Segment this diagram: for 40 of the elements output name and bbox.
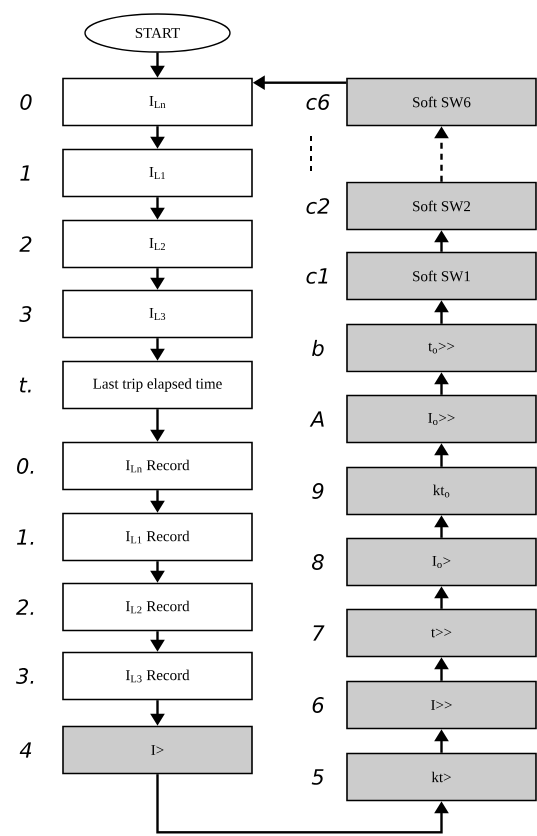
display-code: 9 [312, 483, 324, 499]
display-code: 4 [20, 742, 32, 758]
process-box: Soft SW6 [346, 78, 537, 126]
process-box: I$_{L3}$ Record [62, 652, 253, 700]
process-box: I$_{Ln}$ Record [62, 442, 253, 490]
display-code: 3 [19, 306, 32, 322]
process-box: kt$_{o}$ [346, 466, 537, 516]
process-box: I$_{L1}$ [62, 148, 253, 198]
process-box: kt> [346, 752, 537, 802]
display-code: c1 [306, 268, 328, 284]
process-box: I$_{o}$>> [346, 394, 537, 444]
display-code: 8 [312, 554, 324, 570]
display-code: 5 [312, 769, 324, 785]
display-code: 2 [19, 236, 32, 252]
process-box: I$_{L3}$ [62, 290, 253, 338]
display-code: 1. [17, 529, 34, 545]
process-box: I$_{o}$> [346, 538, 537, 586]
display-code: c2 [306, 198, 330, 214]
process-box: I$_{Ln}$ [62, 78, 253, 126]
display-code: 1 [20, 165, 30, 181]
display-code: c6 [306, 94, 330, 110]
process-box: I> [62, 726, 253, 774]
display-code: A [310, 411, 324, 427]
process-box: I$_{L2}$ [62, 220, 253, 268]
display-code: b [312, 340, 324, 356]
process-box: I>> [346, 680, 537, 730]
display-code: 0. [17, 458, 34, 474]
display-code: 3. [16, 668, 34, 684]
process-box: Soft SW2 [346, 182, 537, 230]
process-box: I$_{L1}$ Record [62, 512, 253, 562]
process-box: t$_{o}$>> [346, 324, 537, 372]
display-code: 6 [312, 697, 324, 713]
process-box: Last trip elapsed time [62, 360, 253, 410]
process-box: I$_{L2}$ Record [62, 582, 253, 632]
display-code: 2. [16, 599, 34, 615]
process-box: t>> [346, 608, 537, 658]
display-code: t. [20, 378, 31, 392]
process-box: Soft SW1 [346, 252, 537, 300]
display-code: 7 [313, 625, 324, 641]
display-code: 0 [20, 94, 32, 110]
